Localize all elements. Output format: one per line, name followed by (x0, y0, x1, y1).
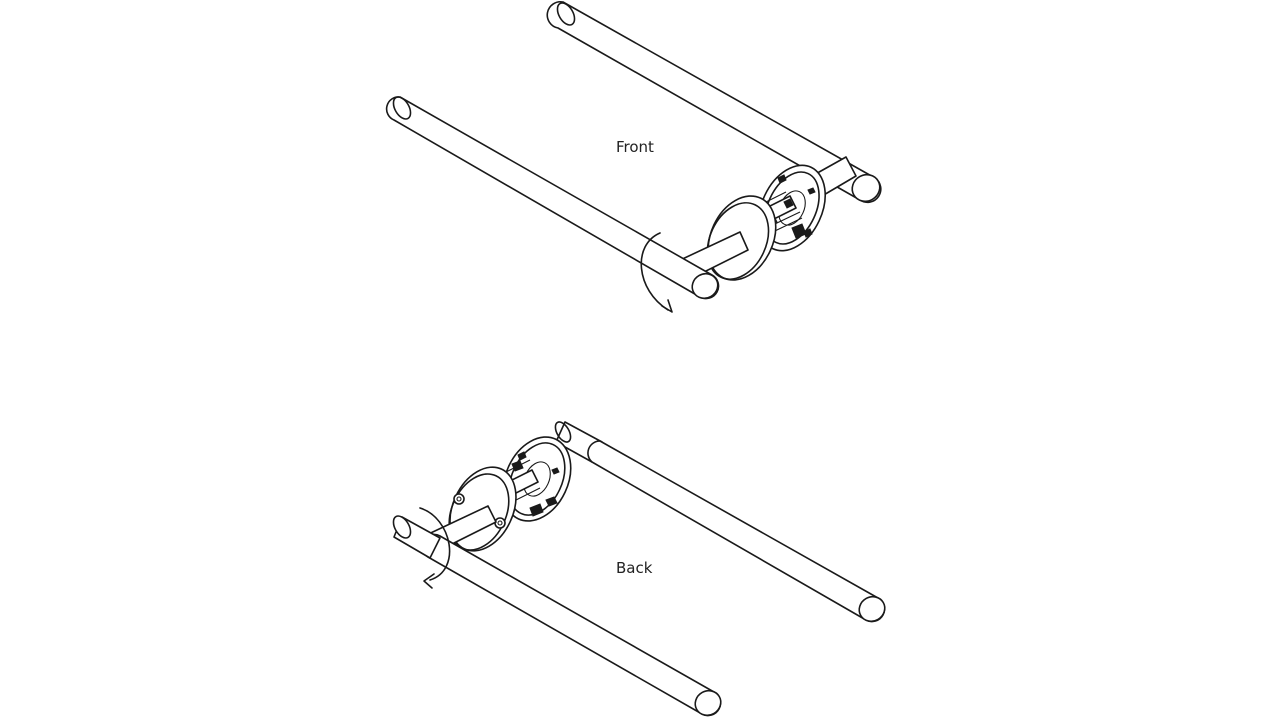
back-label: Back (616, 559, 653, 577)
back-rear-bar (587, 440, 886, 623)
back-front-bar (392, 515, 722, 717)
front-front-bar (385, 96, 720, 300)
back-rotation-arrow-icon (419, 507, 451, 589)
front-label: Front (616, 138, 654, 156)
front-rear-bar (546, 0, 882, 204)
front-assembly: Front (385, 0, 882, 313)
back-assembly: Back (392, 421, 886, 717)
back-rosette-screw-icon (494, 517, 506, 529)
back-rosette-screw-icon (453, 493, 465, 505)
front-rotation-arrow-icon (640, 232, 673, 313)
